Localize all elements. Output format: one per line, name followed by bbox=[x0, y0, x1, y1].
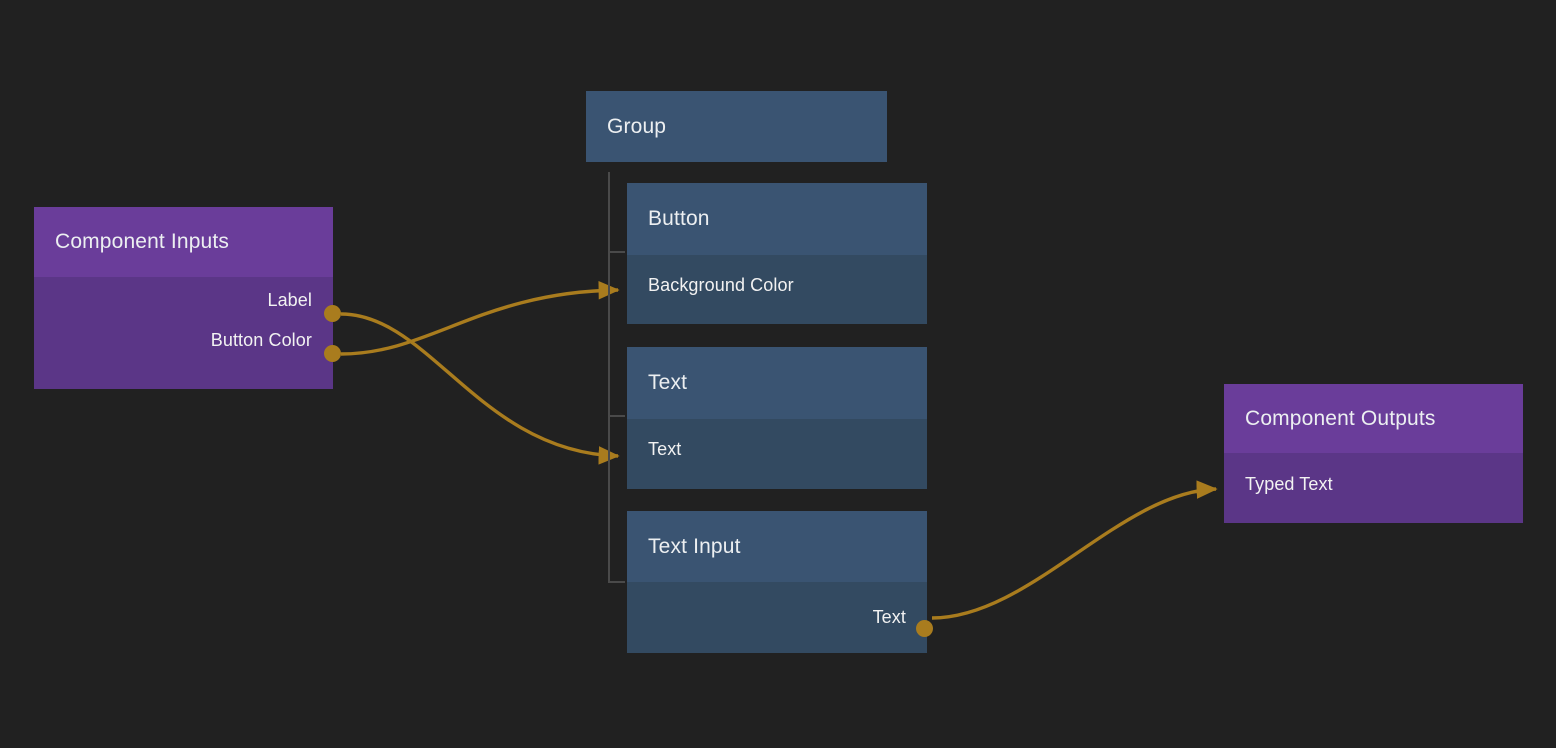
node-text-body: Text bbox=[627, 419, 927, 489]
node-text-input-header[interactable]: Text Input bbox=[627, 511, 927, 582]
node-text-input-title: Text Input bbox=[648, 534, 741, 558]
node-text-input-body: Text bbox=[627, 582, 927, 653]
edge-buttoncolor-to-backgroundcolor bbox=[340, 281, 620, 356]
tree-tick-text-input bbox=[608, 581, 625, 583]
node-component-inputs-body: Label Button Color bbox=[34, 277, 333, 389]
node-text-input[interactable]: Text Input Text bbox=[627, 511, 933, 653]
node-component-inputs-title: Component Inputs bbox=[55, 230, 230, 253]
port-dot-button-color[interactable] bbox=[324, 345, 341, 362]
port-label-background-color: Background Color bbox=[648, 275, 794, 295]
port-dot-label[interactable] bbox=[324, 305, 341, 322]
node-text[interactable]: Text Text bbox=[627, 347, 927, 489]
tree-tick-text bbox=[608, 415, 625, 417]
node-component-outputs[interactable]: Component Outputs Typed Text bbox=[1224, 384, 1523, 523]
node-component-inputs[interactable]: Component Inputs Label Button Color bbox=[34, 207, 341, 389]
node-button-header[interactable]: Button bbox=[627, 183, 927, 255]
port-row-background-color[interactable]: Background Color bbox=[648, 255, 794, 316]
edge-textinput-to-typedtext bbox=[931, 480, 1218, 620]
node-group[interactable]: Group bbox=[586, 91, 887, 162]
node-group-header[interactable]: Group bbox=[586, 91, 887, 162]
edge-label-to-text bbox=[340, 312, 620, 465]
node-component-outputs-header[interactable]: Component Outputs bbox=[1224, 384, 1523, 453]
port-row-text-output[interactable]: Text bbox=[873, 582, 906, 653]
tree-tick-button bbox=[608, 251, 625, 253]
port-label-typed-text: Typed Text bbox=[1245, 473, 1333, 494]
node-component-outputs-body: Typed Text bbox=[1224, 453, 1523, 523]
node-group-title: Group bbox=[607, 114, 667, 138]
port-row-button-color[interactable]: Button Color bbox=[211, 317, 312, 364]
node-button-body: Background Color bbox=[627, 255, 927, 324]
port-row-label[interactable]: Label bbox=[267, 277, 312, 324]
node-text-title: Text bbox=[648, 371, 688, 394]
node-component-inputs-header[interactable]: Component Inputs bbox=[34, 207, 333, 277]
node-text-header[interactable]: Text bbox=[627, 347, 927, 419]
port-dot-text-output[interactable] bbox=[916, 620, 933, 637]
node-button[interactable]: Button Background Color bbox=[627, 183, 927, 324]
port-row-text[interactable]: Text bbox=[648, 419, 681, 480]
tree-trunk bbox=[608, 172, 610, 583]
port-label-button-color: Button Color bbox=[210, 330, 312, 350]
port-row-typed-text[interactable]: Typed Text bbox=[1245, 453, 1333, 515]
node-component-outputs-title: Component Outputs bbox=[1245, 406, 1436, 430]
node-button-title: Button bbox=[648, 207, 710, 230]
port-label-text: Text bbox=[648, 439, 682, 459]
port-label-text-output: Text bbox=[872, 607, 906, 627]
port-label-label: Label bbox=[267, 290, 312, 310]
